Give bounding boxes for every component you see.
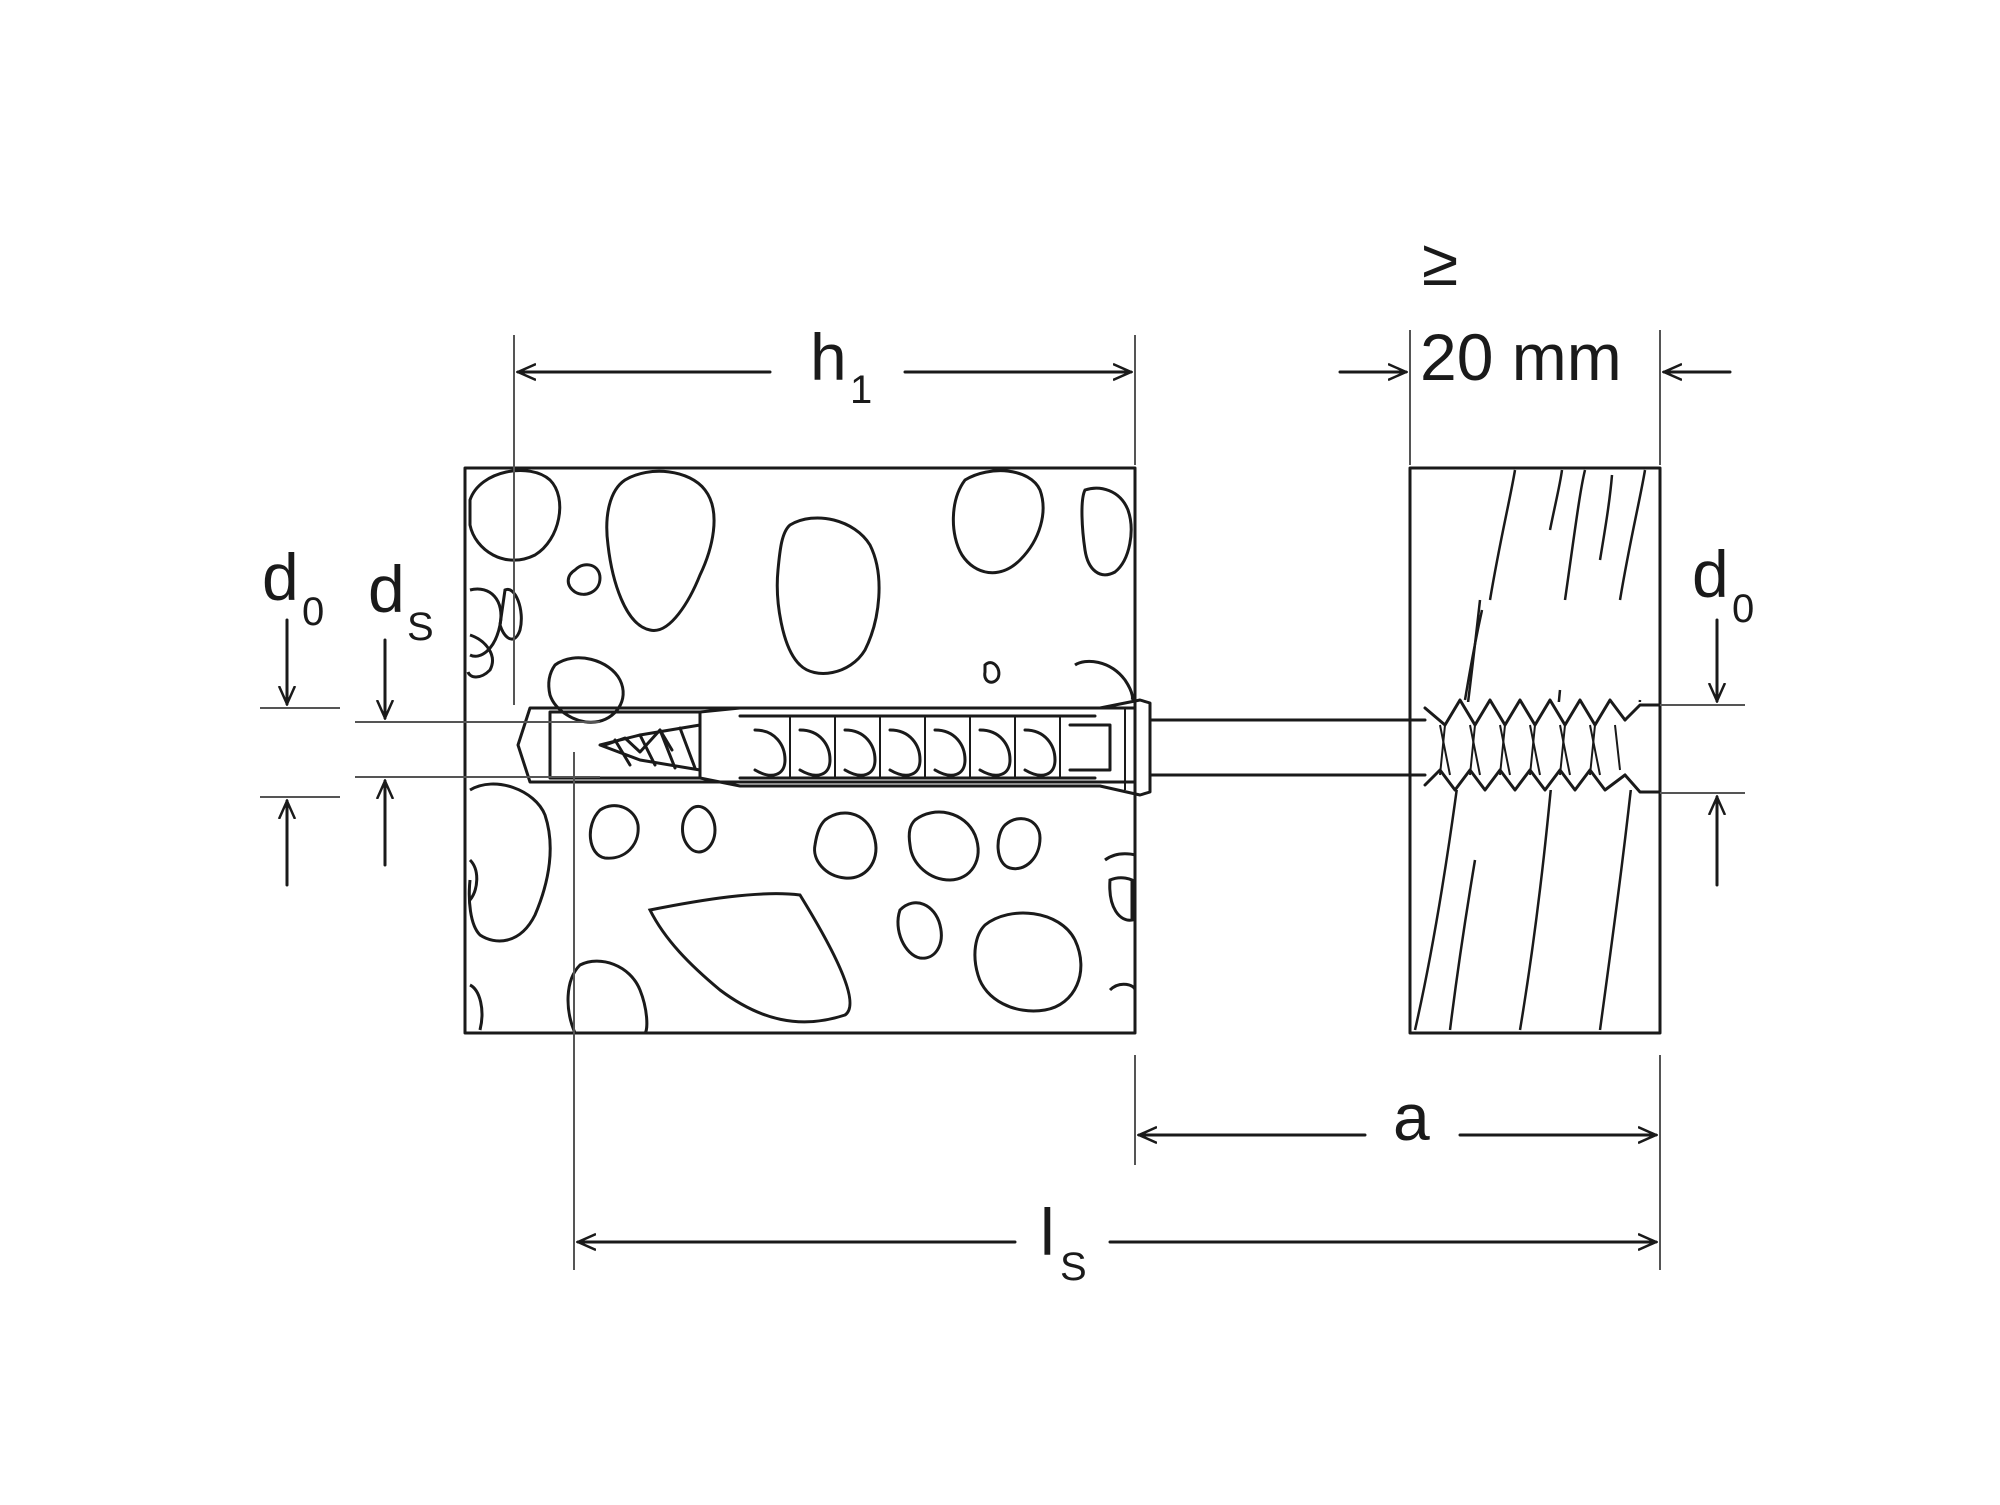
concrete-aggregate-pattern <box>466 468 1137 1035</box>
ds-subscript: S <box>407 605 434 649</box>
dimension-fixture-thickness: ≥ 20 mm <box>1338 225 1732 465</box>
d0-right-subscript: 0 <box>1732 587 1754 631</box>
d0-right-label: d <box>1692 537 1729 611</box>
gte-symbol: ≥ <box>1422 225 1458 299</box>
dimension-d0-right: d 0 <box>1660 537 1754 887</box>
dimension-ls: l S <box>573 752 1656 1289</box>
thickness-label: 20 mm <box>1420 320 1622 394</box>
d0-left-label: d <box>262 540 299 614</box>
dimension-d0-left: d 0 <box>260 540 340 887</box>
d0-left-subscript: 0 <box>302 590 324 634</box>
h1-subscript: 1 <box>850 368 872 412</box>
wooden-fixture <box>1408 466 1662 1035</box>
ls-label: l <box>1040 1195 1055 1269</box>
plastic-dowel <box>548 698 1152 797</box>
dimension-ds: d S <box>355 552 600 867</box>
screw-tip <box>598 723 702 772</box>
ls-subscript: S <box>1060 1245 1087 1289</box>
dowel-expansion-segments <box>753 716 1061 778</box>
fixture-outline <box>1408 466 1662 1035</box>
concrete-block-outline <box>463 466 1137 1035</box>
h1-label: h <box>810 320 847 394</box>
dimension-h1: h 1 <box>513 320 1136 705</box>
screw-thread-in-fixture <box>1423 698 1662 794</box>
dimension-a: a <box>1134 1055 1661 1270</box>
concrete-base-material <box>463 466 1137 1035</box>
a-label: a <box>1393 1080 1430 1154</box>
screw-shank <box>1148 718 1427 777</box>
ds-label: d <box>368 552 405 626</box>
